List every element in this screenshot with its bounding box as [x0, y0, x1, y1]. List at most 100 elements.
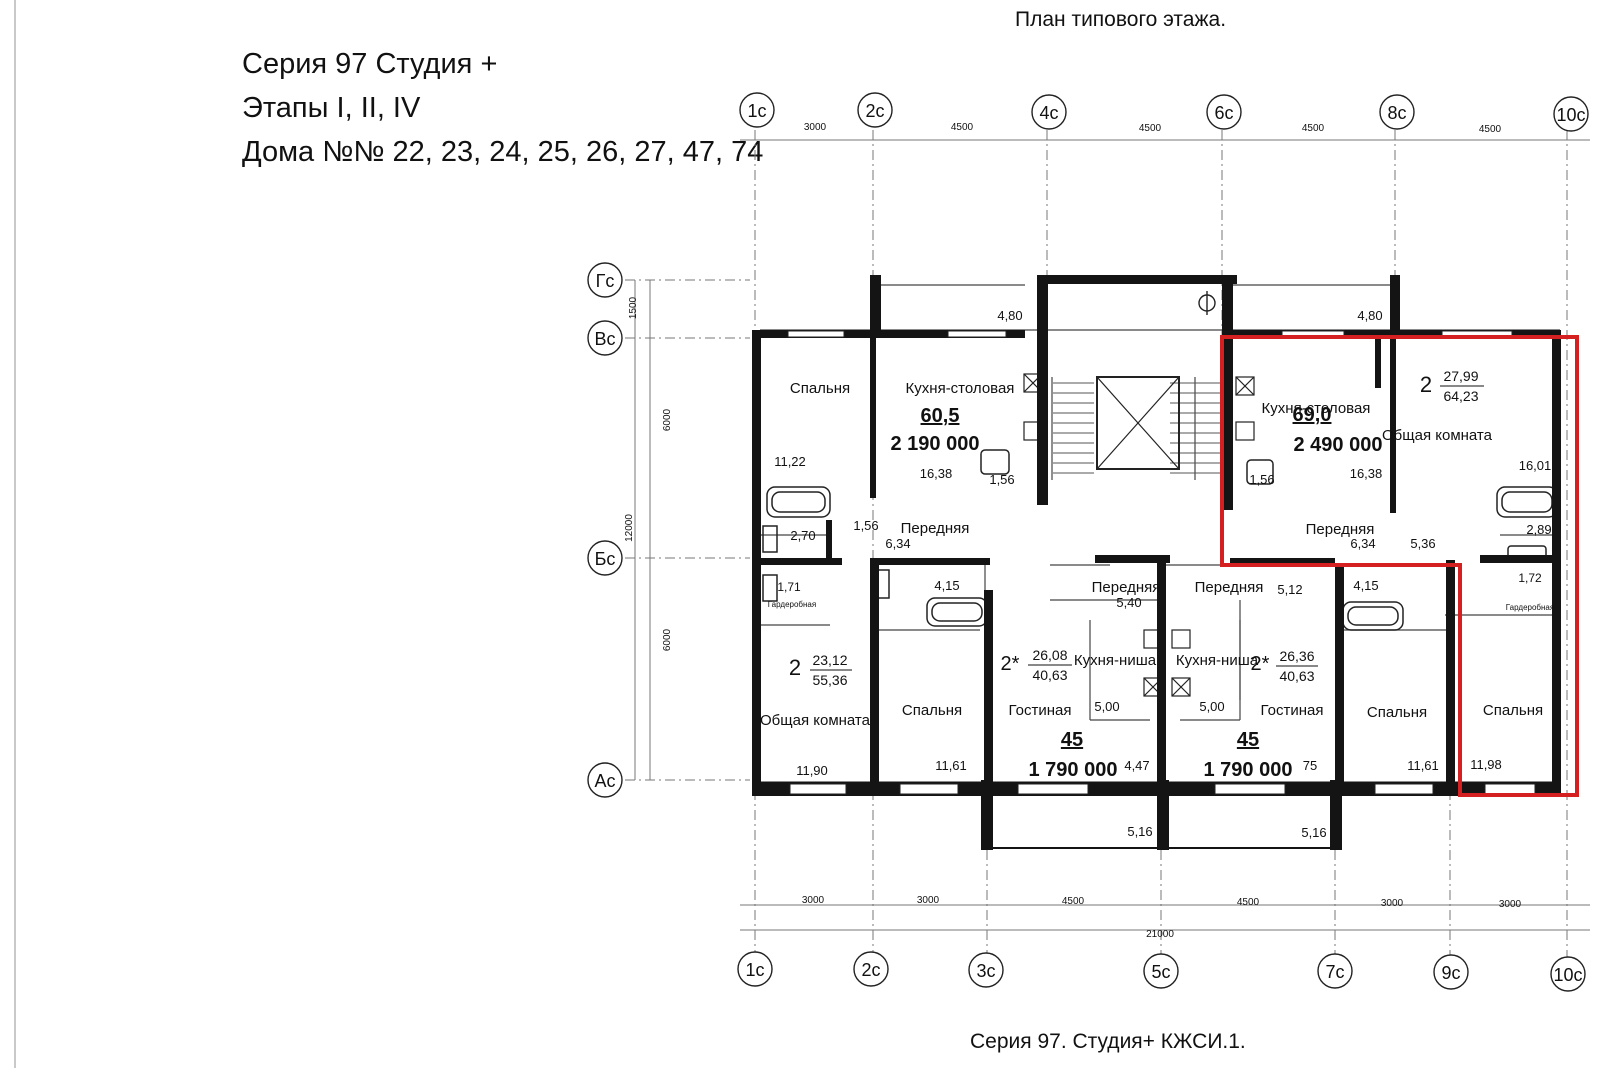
apartment-area: 45 [1237, 729, 1259, 751]
svg-text:1с: 1с [745, 960, 764, 980]
dim-text: 4500 [951, 122, 974, 133]
room-label: Кухня-столовая [1262, 400, 1371, 417]
dim-text: 4500 [1237, 897, 1260, 908]
area-value: 16,38 [1350, 466, 1383, 481]
svg-text:Ас: Ас [594, 771, 615, 791]
svg-text:2*: 2* [1001, 653, 1020, 675]
svg-text:4с: 4с [1039, 103, 1058, 123]
dim-text: 6000 [662, 408, 673, 431]
dim-text: 3000 [1499, 899, 1522, 910]
axis-marker: 1с [737, 951, 773, 987]
svg-text:10с: 10с [1556, 105, 1585, 125]
series-header: Серия 97 Студия + Этапы I, II, IV Дома №… [242, 42, 763, 174]
room-label: Общая комната [1382, 427, 1493, 444]
apartment-fractions: 2 27,99 64,23 2 23,12 55,36 2* 26,08 40,… [789, 368, 1484, 688]
fraction-cr: 2* 26,36 40,63 [1251, 648, 1318, 684]
svg-text:Вс: Вс [594, 329, 615, 349]
area-value: 4,15 [1353, 578, 1378, 593]
orientation-icon [1198, 291, 1216, 315]
area-value: 11,61 [1407, 758, 1439, 773]
area-value: 1,56 [989, 472, 1014, 487]
room-areas: 11,22 16,38 1,56 1,56 6,34 2,70 1,71 4,8… [774, 308, 1551, 840]
area-value: 5,16 [1127, 824, 1152, 839]
apartment-area: 45 [1061, 729, 1083, 751]
svg-text:2*: 2* [1251, 653, 1270, 675]
area-value: 11,61 [935, 758, 967, 773]
dim-text: 21000 [1146, 929, 1174, 940]
axis-marker: 4с [1031, 94, 1067, 130]
svg-text:2: 2 [789, 655, 801, 680]
dimensions: 3000 4500 4500 4500 4500 3000 3000 4500 … [624, 122, 1522, 940]
houses-label: Дома №№ 22, 23, 24, 25, 26, 27, 47, 74 [242, 136, 764, 168]
area-value: 4,80 [997, 308, 1022, 323]
area-value: 6,34 [885, 536, 910, 551]
area-value: 16,01 [1519, 458, 1552, 473]
walls [752, 275, 1561, 850]
axis-markers-rows: Гс Вс Бс Ас [587, 262, 623, 798]
dim-text: 3000 [917, 895, 940, 906]
plan-footer: Серия 97. Студия+ КЖСИ.1. [970, 1030, 1246, 1053]
axis-marker: 7с [1317, 953, 1353, 989]
dim-text: 4500 [1302, 123, 1325, 134]
axis-marker: Вс [587, 320, 623, 356]
area-value: 5,00 [1094, 699, 1119, 714]
axis-marker: Бс [587, 540, 623, 576]
page-edge [14, 0, 16, 1068]
room-label: Гардеробная [1506, 603, 1554, 612]
area-value: 5,16 [1301, 825, 1326, 840]
axis-markers-bottom: 1с 2с 3с 5с 7с 9с 10с [737, 951, 1586, 992]
room-label: Спальня [902, 702, 962, 719]
svg-text:9с: 9с [1441, 963, 1460, 983]
svg-text:26,36: 26,36 [1279, 648, 1314, 664]
stages-label: Этапы I, II, IV [242, 92, 421, 124]
fraction-cl: 2* 26,08 40,63 [1001, 647, 1072, 683]
area-value: 75 [1303, 758, 1317, 773]
area-value: 5,36 [1410, 536, 1435, 551]
area-value: 4,15 [934, 578, 959, 593]
area-value: 1,56 [853, 518, 878, 533]
axis-marker: 9с [1433, 954, 1469, 990]
plan-title: План типового этажа. [1015, 8, 1227, 31]
area-value: 2,89 [1526, 522, 1551, 537]
svg-text:1с: 1с [747, 101, 766, 121]
room-label: Передняя [1092, 579, 1161, 596]
fraction-tr: 2 27,99 64,23 [1420, 368, 1484, 404]
apartment-price: 1 790 000 [1204, 759, 1293, 781]
room-label: Гардеробная [768, 600, 816, 609]
area-value: 1,72 [1518, 571, 1542, 585]
area-value: 5,40 [1116, 595, 1141, 610]
apartment-prices: 60,5 2 190 000 69,0 2 490 000 45 1 790 0… [891, 404, 1383, 781]
apartment-area: 69,0 [1293, 404, 1332, 426]
svg-text:40,63: 40,63 [1032, 667, 1067, 683]
svg-text:64,23: 64,23 [1443, 388, 1478, 404]
axis-marker: 10с [1553, 96, 1589, 132]
svg-text:10с: 10с [1553, 965, 1582, 985]
room-label: Передняя [1195, 579, 1264, 596]
axis-marker: 3с [968, 952, 1004, 988]
area-value: 4,47 [1124, 758, 1149, 773]
apartment-price: 2 190 000 [891, 433, 980, 455]
svg-text:26,08: 26,08 [1032, 647, 1067, 663]
area-value: 5,12 [1277, 582, 1302, 597]
fraction-bl: 2 23,12 55,36 [789, 652, 852, 688]
axis-grid [625, 130, 1590, 980]
svg-text:5с: 5с [1151, 962, 1170, 982]
series-title: Серия 97 Студия + [242, 48, 498, 80]
area-value: 2,70 [790, 528, 815, 543]
selected-apartment-outline[interactable] [1220, 335, 1579, 797]
svg-text:3с: 3с [976, 961, 995, 981]
axis-marker: Ас [587, 762, 623, 798]
svg-text:27,99: 27,99 [1443, 368, 1478, 384]
axis-marker: 2с [853, 951, 889, 987]
elevator-shaft [1096, 376, 1180, 470]
room-labels: Спальня Кухня-столовая Передняя Кухня-ст… [760, 380, 1554, 729]
area-value: 1,71 [777, 580, 801, 594]
dim-text: 3000 [804, 122, 827, 133]
axis-marker: 10с [1550, 956, 1586, 992]
dim-text: 3000 [802, 895, 825, 906]
apartment-area: 60,5 [921, 405, 960, 427]
area-value: 11,22 [774, 454, 806, 469]
apartment-price: 2 490 000 [1294, 434, 1383, 456]
room-label: Гостиная [1009, 702, 1072, 719]
